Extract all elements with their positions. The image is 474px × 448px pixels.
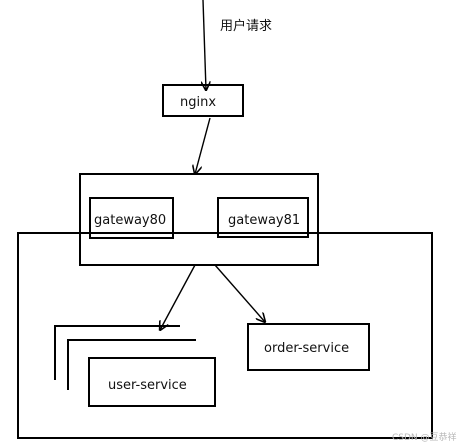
gateway-to-user-service-arrow [160, 264, 196, 330]
nginx-to-gateway-arrow [195, 117, 211, 174]
gateway81-label: gateway81 [228, 213, 300, 228]
gateway81-box [217, 197, 309, 238]
nginx-label: nginx [180, 95, 216, 110]
user-service-label: user-service [108, 378, 187, 393]
service-cluster-box [17, 232, 433, 439]
gateway80-label: gateway80 [94, 213, 166, 228]
gateway-to-order-service-arrow [214, 264, 265, 322]
gateway80-box [89, 197, 174, 239]
watermark: CSDN @豆恭祥 [392, 431, 457, 443]
gateway-cluster-box [79, 173, 319, 266]
user-request-label: 用户请求 [220, 18, 272, 34]
nginx-box [162, 84, 244, 117]
order-service-label: order-service [264, 341, 349, 356]
user-service-instance-back [54, 325, 180, 380]
user-service-instance-middle [67, 339, 196, 390]
order-service-box [247, 323, 370, 371]
user-service-box [88, 357, 216, 407]
request-arrow [203, 0, 206, 90]
